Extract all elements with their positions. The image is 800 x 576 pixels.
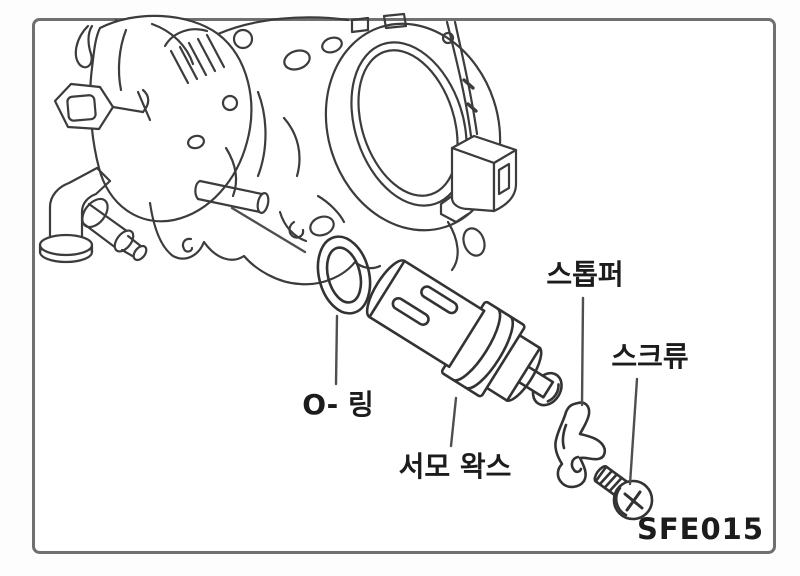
thermo-wax-leader-line xyxy=(449,396,458,448)
o-ring-leader-line xyxy=(334,314,339,386)
thermo-wax-label: 서모 왁스 xyxy=(399,450,512,483)
screw-label: 스크류 xyxy=(611,340,688,373)
thermo-wax-valve-part xyxy=(365,259,563,407)
figure-code-label: SFE015 xyxy=(637,512,764,546)
spring-coil xyxy=(163,28,226,85)
wax-valve-boss xyxy=(278,194,346,243)
hex-bolt xyxy=(53,82,152,131)
screw-part xyxy=(593,465,654,521)
nozzle-fitting xyxy=(81,197,148,262)
throttle-shaft-pin xyxy=(194,179,270,214)
dashpot-cover xyxy=(89,14,253,223)
body-pointer-line xyxy=(230,206,307,254)
elbow-hose-fitting xyxy=(38,166,112,264)
throttle-body-drawing xyxy=(38,12,518,286)
stopper-part xyxy=(554,401,607,489)
stopper-leader-line xyxy=(580,296,585,407)
o-ring-label: O- 링 xyxy=(302,388,373,421)
screw-leader-line xyxy=(628,377,639,486)
sensor-wire xyxy=(445,20,479,138)
electrical-connector xyxy=(439,134,518,224)
o-ring-part xyxy=(316,235,372,315)
stopper-label: 스톱퍼 xyxy=(546,258,623,291)
